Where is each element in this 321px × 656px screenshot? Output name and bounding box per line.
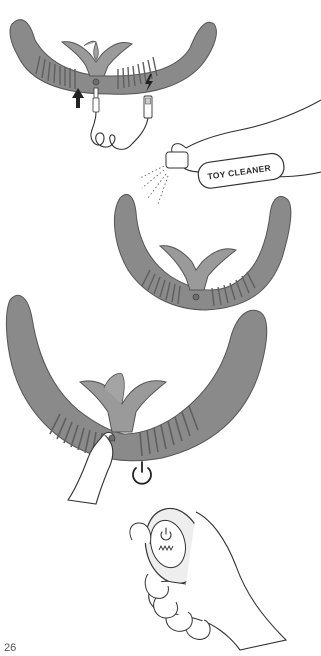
spray-mist [140,166,168,204]
charge-port [93,79,99,85]
step-cleaning: TOY CLEANER [114,100,321,310]
device-body [6,295,266,460]
charging-cable [91,88,152,149]
power-button [109,435,115,441]
charge-port [193,294,199,300]
device-body [114,194,290,310]
step-power-on [6,295,266,504]
power-icon [133,462,151,484]
step-charging [10,20,216,150]
page-number: 26 [4,642,16,654]
step-remote [130,502,286,650]
